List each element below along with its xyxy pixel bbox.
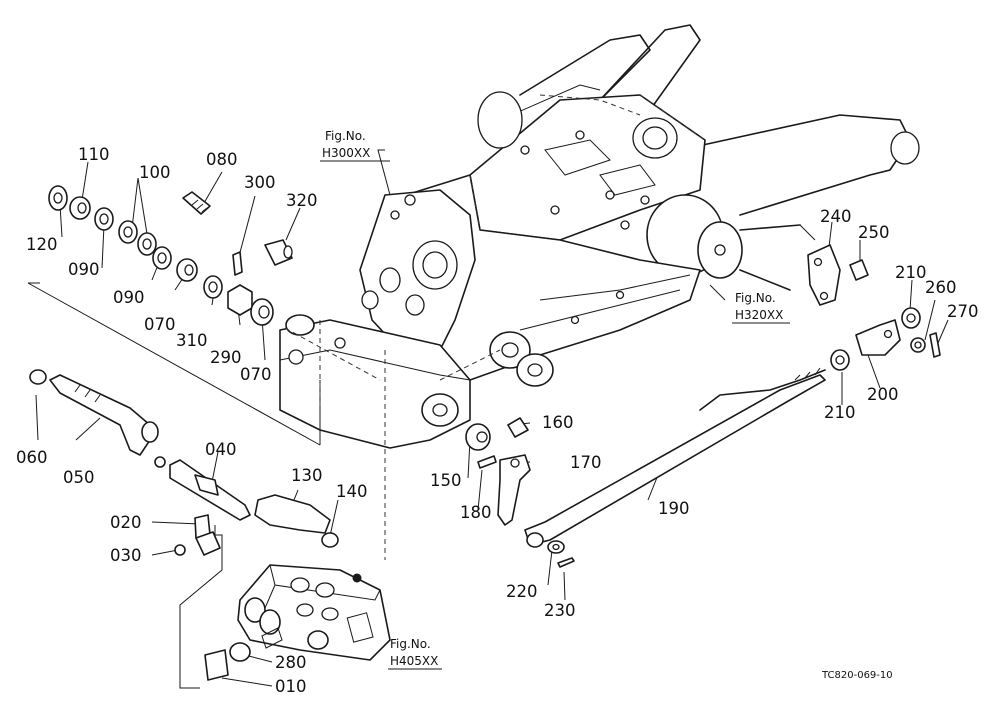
callout-130: 130: [291, 466, 323, 485]
drawing-code: TC820-069-10: [821, 670, 893, 681]
callout-210-lower: 210: [824, 403, 856, 422]
callout-160: 160: [542, 413, 574, 432]
callout-250: 250: [858, 223, 890, 242]
right-bracket-assembly: [807, 244, 941, 371]
linkage-assembly: [465, 367, 826, 568]
part-callouts: 110 100 080 300 320 120 090 090 070 310 …: [16, 145, 979, 696]
callout-110: 110: [78, 145, 110, 164]
callout-320: 320: [286, 191, 318, 210]
callout-230: 230: [544, 601, 576, 620]
callout-060: 060: [16, 448, 48, 467]
fig-ref-h405: Fig.No. H405XX: [388, 637, 442, 670]
callout-070-right: 070: [240, 365, 272, 384]
callout-050: 050: [63, 468, 95, 487]
callout-010: 010: [275, 677, 307, 696]
fig-ref-h320-line1: Fig.No.: [735, 291, 776, 305]
callout-270: 270: [947, 302, 979, 321]
control-valve: [204, 564, 391, 681]
callout-180: 180: [460, 503, 492, 522]
callout-080: 080: [206, 150, 238, 169]
washer-stack: [48, 185, 293, 326]
callout-220: 220: [506, 582, 538, 601]
fig-ref-h300-line2: H300XX: [322, 146, 370, 160]
callout-090-upper: 090: [68, 260, 100, 279]
control-shaft-assembly: [29, 369, 339, 556]
callout-310: 310: [176, 331, 208, 350]
fig-ref-h405-line2: H405XX: [390, 654, 438, 668]
callout-150: 150: [430, 471, 462, 490]
callout-300: 300: [244, 173, 276, 192]
callout-090-lower: 090: [113, 288, 145, 307]
fig-ref-h320: Fig.No. H320XX: [732, 291, 790, 324]
callout-070-left: 070: [144, 315, 176, 334]
transmission-housing: [279, 24, 920, 560]
callout-100: 100: [139, 163, 171, 182]
callout-280: 280: [275, 653, 307, 672]
callout-190: 190: [658, 499, 690, 518]
callout-120: 120: [26, 235, 58, 254]
fig-ref-h300-line1: Fig.No.: [325, 129, 366, 143]
callout-210-upper: 210: [895, 263, 927, 282]
fig-ref-h405-line1: Fig.No.: [390, 637, 431, 651]
fig-ref-h300: Fig.No. H300XX: [320, 129, 390, 162]
callout-140: 140: [336, 482, 368, 501]
callout-240: 240: [820, 207, 852, 226]
callout-290: 290: [210, 348, 242, 367]
callout-200: 200: [867, 385, 899, 404]
callout-020: 020: [110, 513, 142, 532]
callout-260: 260: [925, 278, 957, 297]
fig-ref-h320-line2: H320XX: [735, 308, 783, 322]
callout-040: 040: [205, 440, 237, 459]
callout-030: 030: [110, 546, 142, 565]
callout-170: 170: [570, 453, 602, 472]
